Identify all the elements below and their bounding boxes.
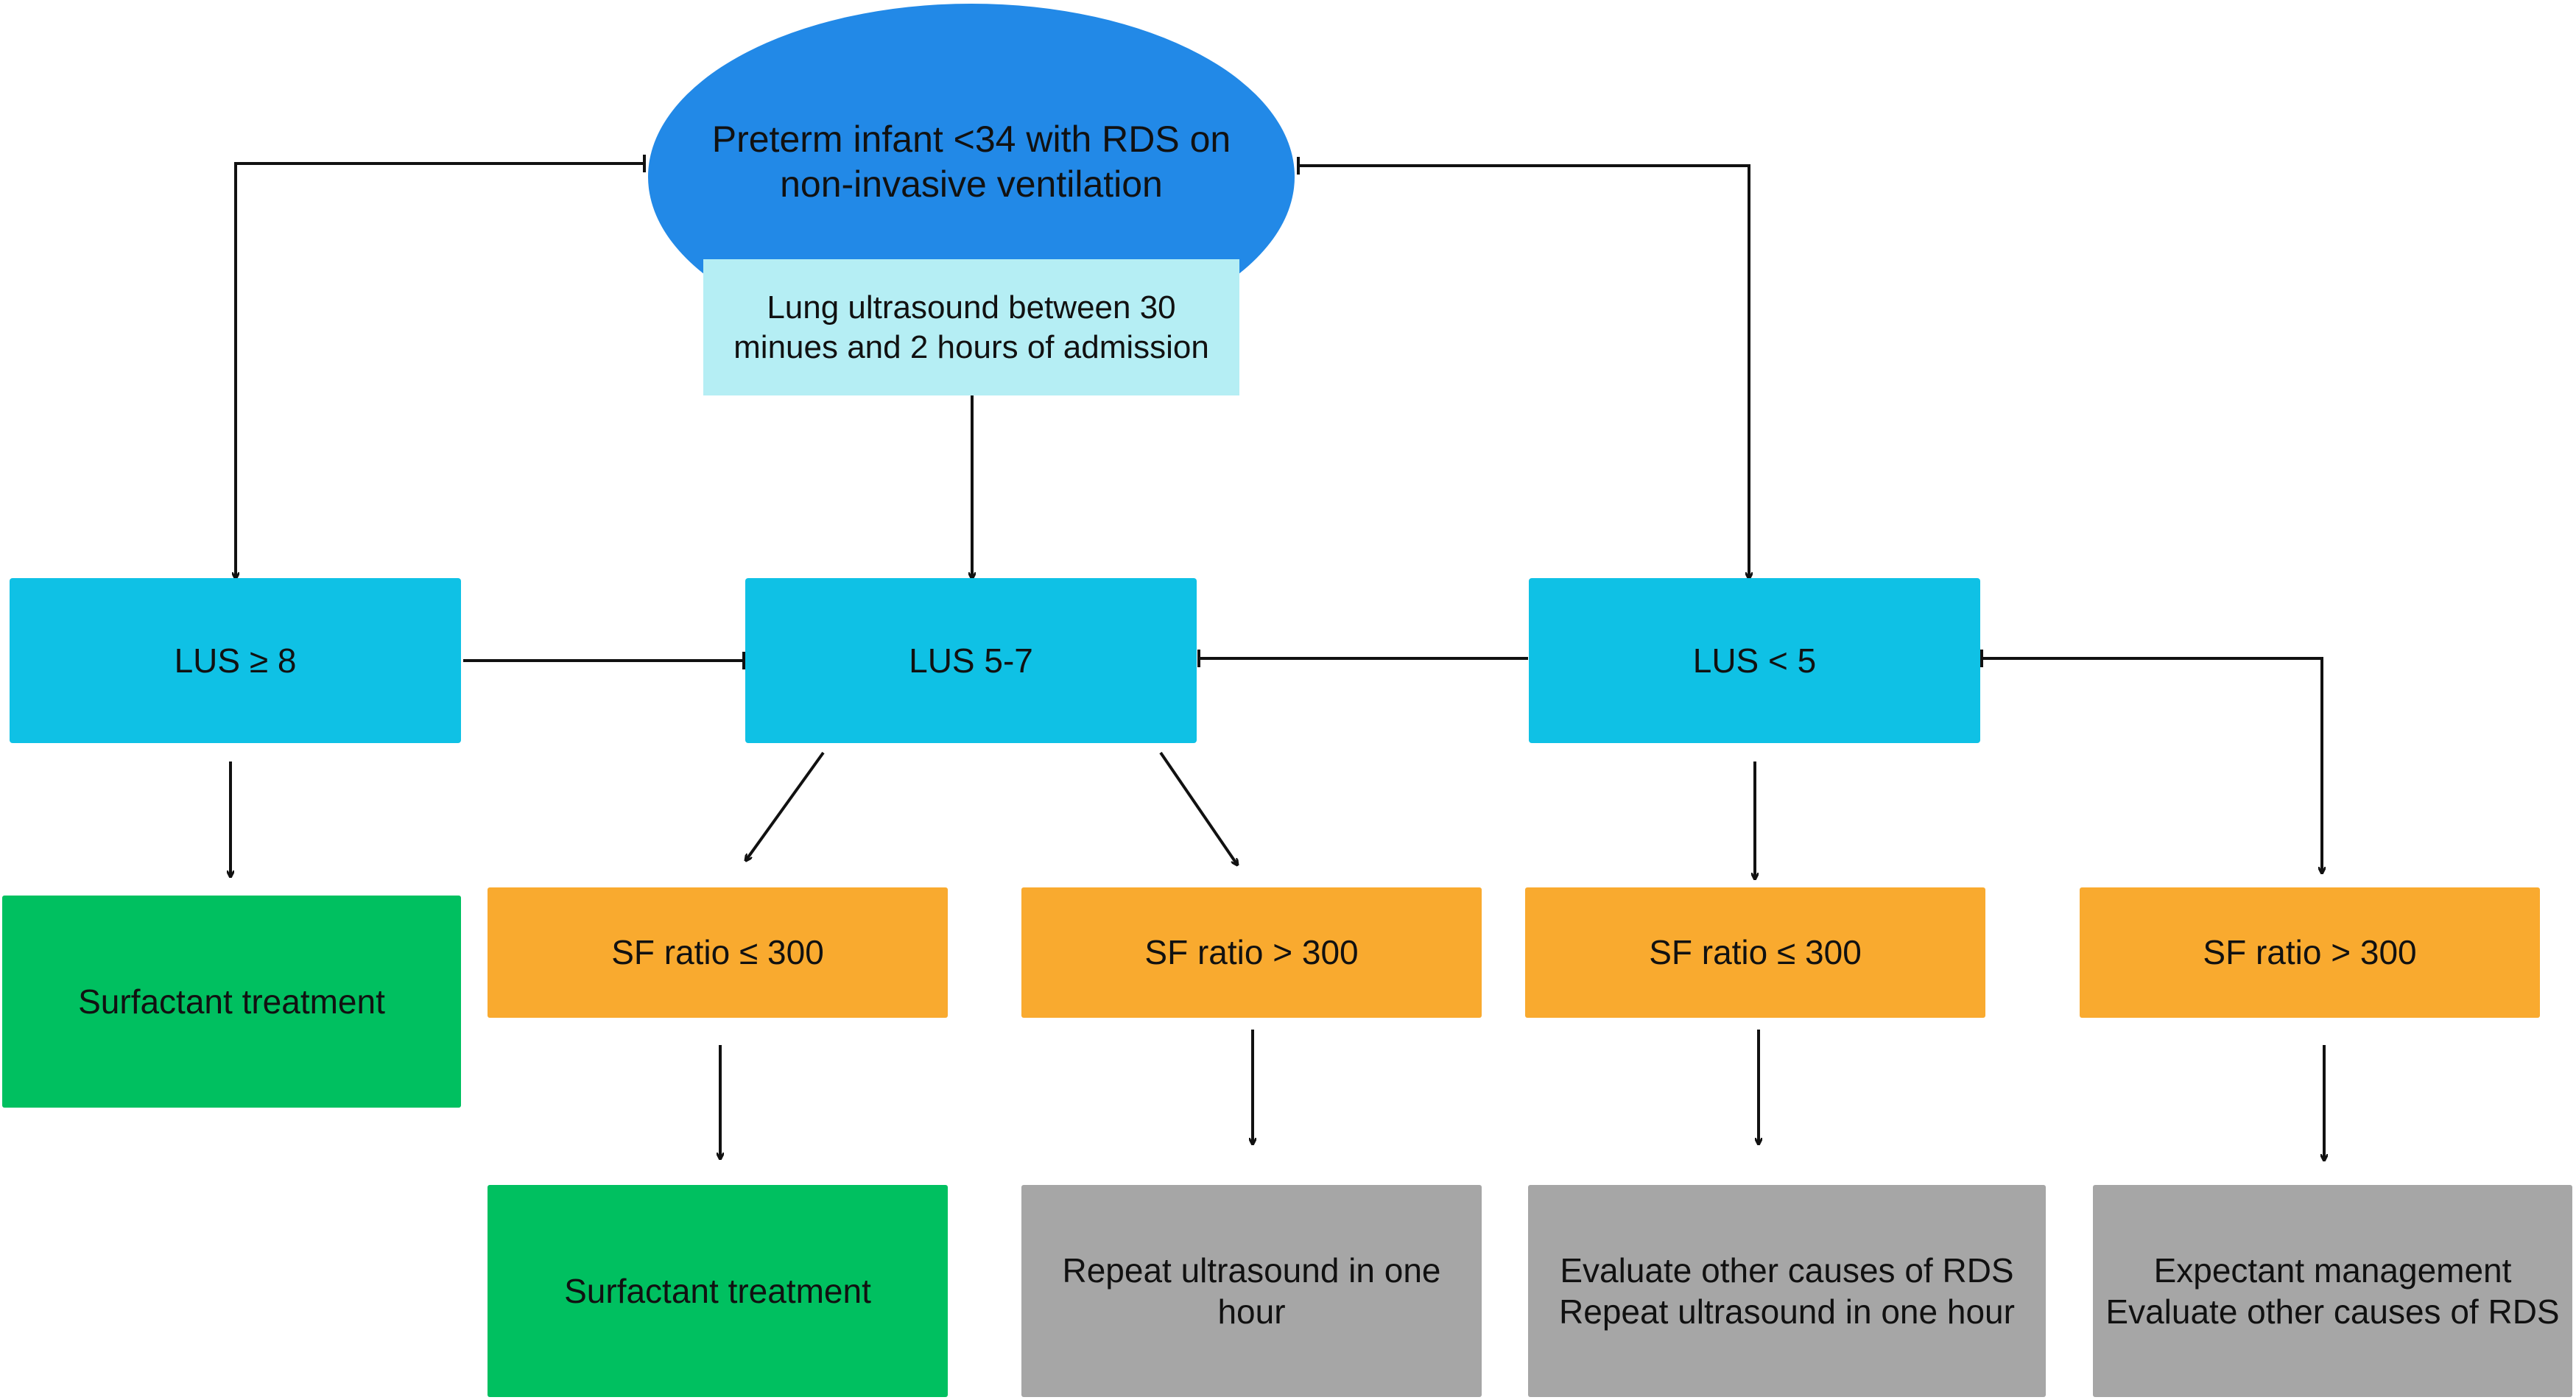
assessment-label: Lung ultrasound between 30 minues and 2 … [733,289,1209,365]
lus-low-node: LUS < 5 [1529,578,1980,743]
sf-mid-high-node: SF ratio > 300 [1021,887,1482,1018]
edge-lus-mid-to-sf-mid-low [746,751,825,860]
start-label: Preterm infant <34 with RDS on non-invas… [711,119,1231,205]
sf-low-low-node: SF ratio ≤ 300 [1525,887,1985,1018]
outcome-high-node: Surfactant treatment [2,896,461,1108]
sf-mid-high-label: SF ratio > 300 [1144,933,1359,972]
sf-low-high-label: SF ratio > 300 [2203,933,2417,972]
outcome-low-high-node: Expectant management Evaluate other caus… [2093,1185,2572,1397]
outcome-low-low-node: Evaluate other causes of RDS Repeat ultr… [1528,1185,2046,1397]
lus-mid-node: LUS 5-7 [745,578,1197,743]
edge-start-to-lus-high [236,163,644,578]
outcome-mid-high-label: Repeat ultrasound in one hour [1062,1250,1441,1331]
outcome-low-high-label: Expectant management Evaluate other caus… [2105,1250,2560,1331]
edge-lus-low-to-sf-low-high [1982,658,2322,873]
outcome-mid-low-label: Surfactant treatment [564,1271,871,1310]
sf-mid-low-label: SF ratio ≤ 300 [611,933,824,972]
outcome-mid-low-node: Surfactant treatment [488,1185,948,1397]
outcome-low-low-label: Evaluate other causes of RDS Repeat ultr… [1559,1250,2015,1331]
lus-high-label: LUS ≥ 8 [174,641,297,680]
outcome-mid-high-node: Repeat ultrasound in one hour [1021,1185,1482,1397]
sf-low-high-node: SF ratio > 300 [2080,887,2540,1018]
lus-low-label: LUS < 5 [1692,641,1817,680]
lus-mid-label: LUS 5-7 [909,641,1033,680]
outcome-high-label: Surfactant treatment [78,982,385,1021]
lus-high-node: LUS ≥ 8 [10,578,461,743]
sf-mid-low-node: SF ratio ≤ 300 [488,887,948,1018]
edge-start-to-lus-low [1298,166,1749,578]
sf-low-low-label: SF ratio ≤ 300 [1649,933,1862,972]
assessment-node: Lung ultrasound between 30 minues and 2 … [703,259,1239,395]
edge-lus-mid-to-sf-mid-high [1159,751,1237,865]
